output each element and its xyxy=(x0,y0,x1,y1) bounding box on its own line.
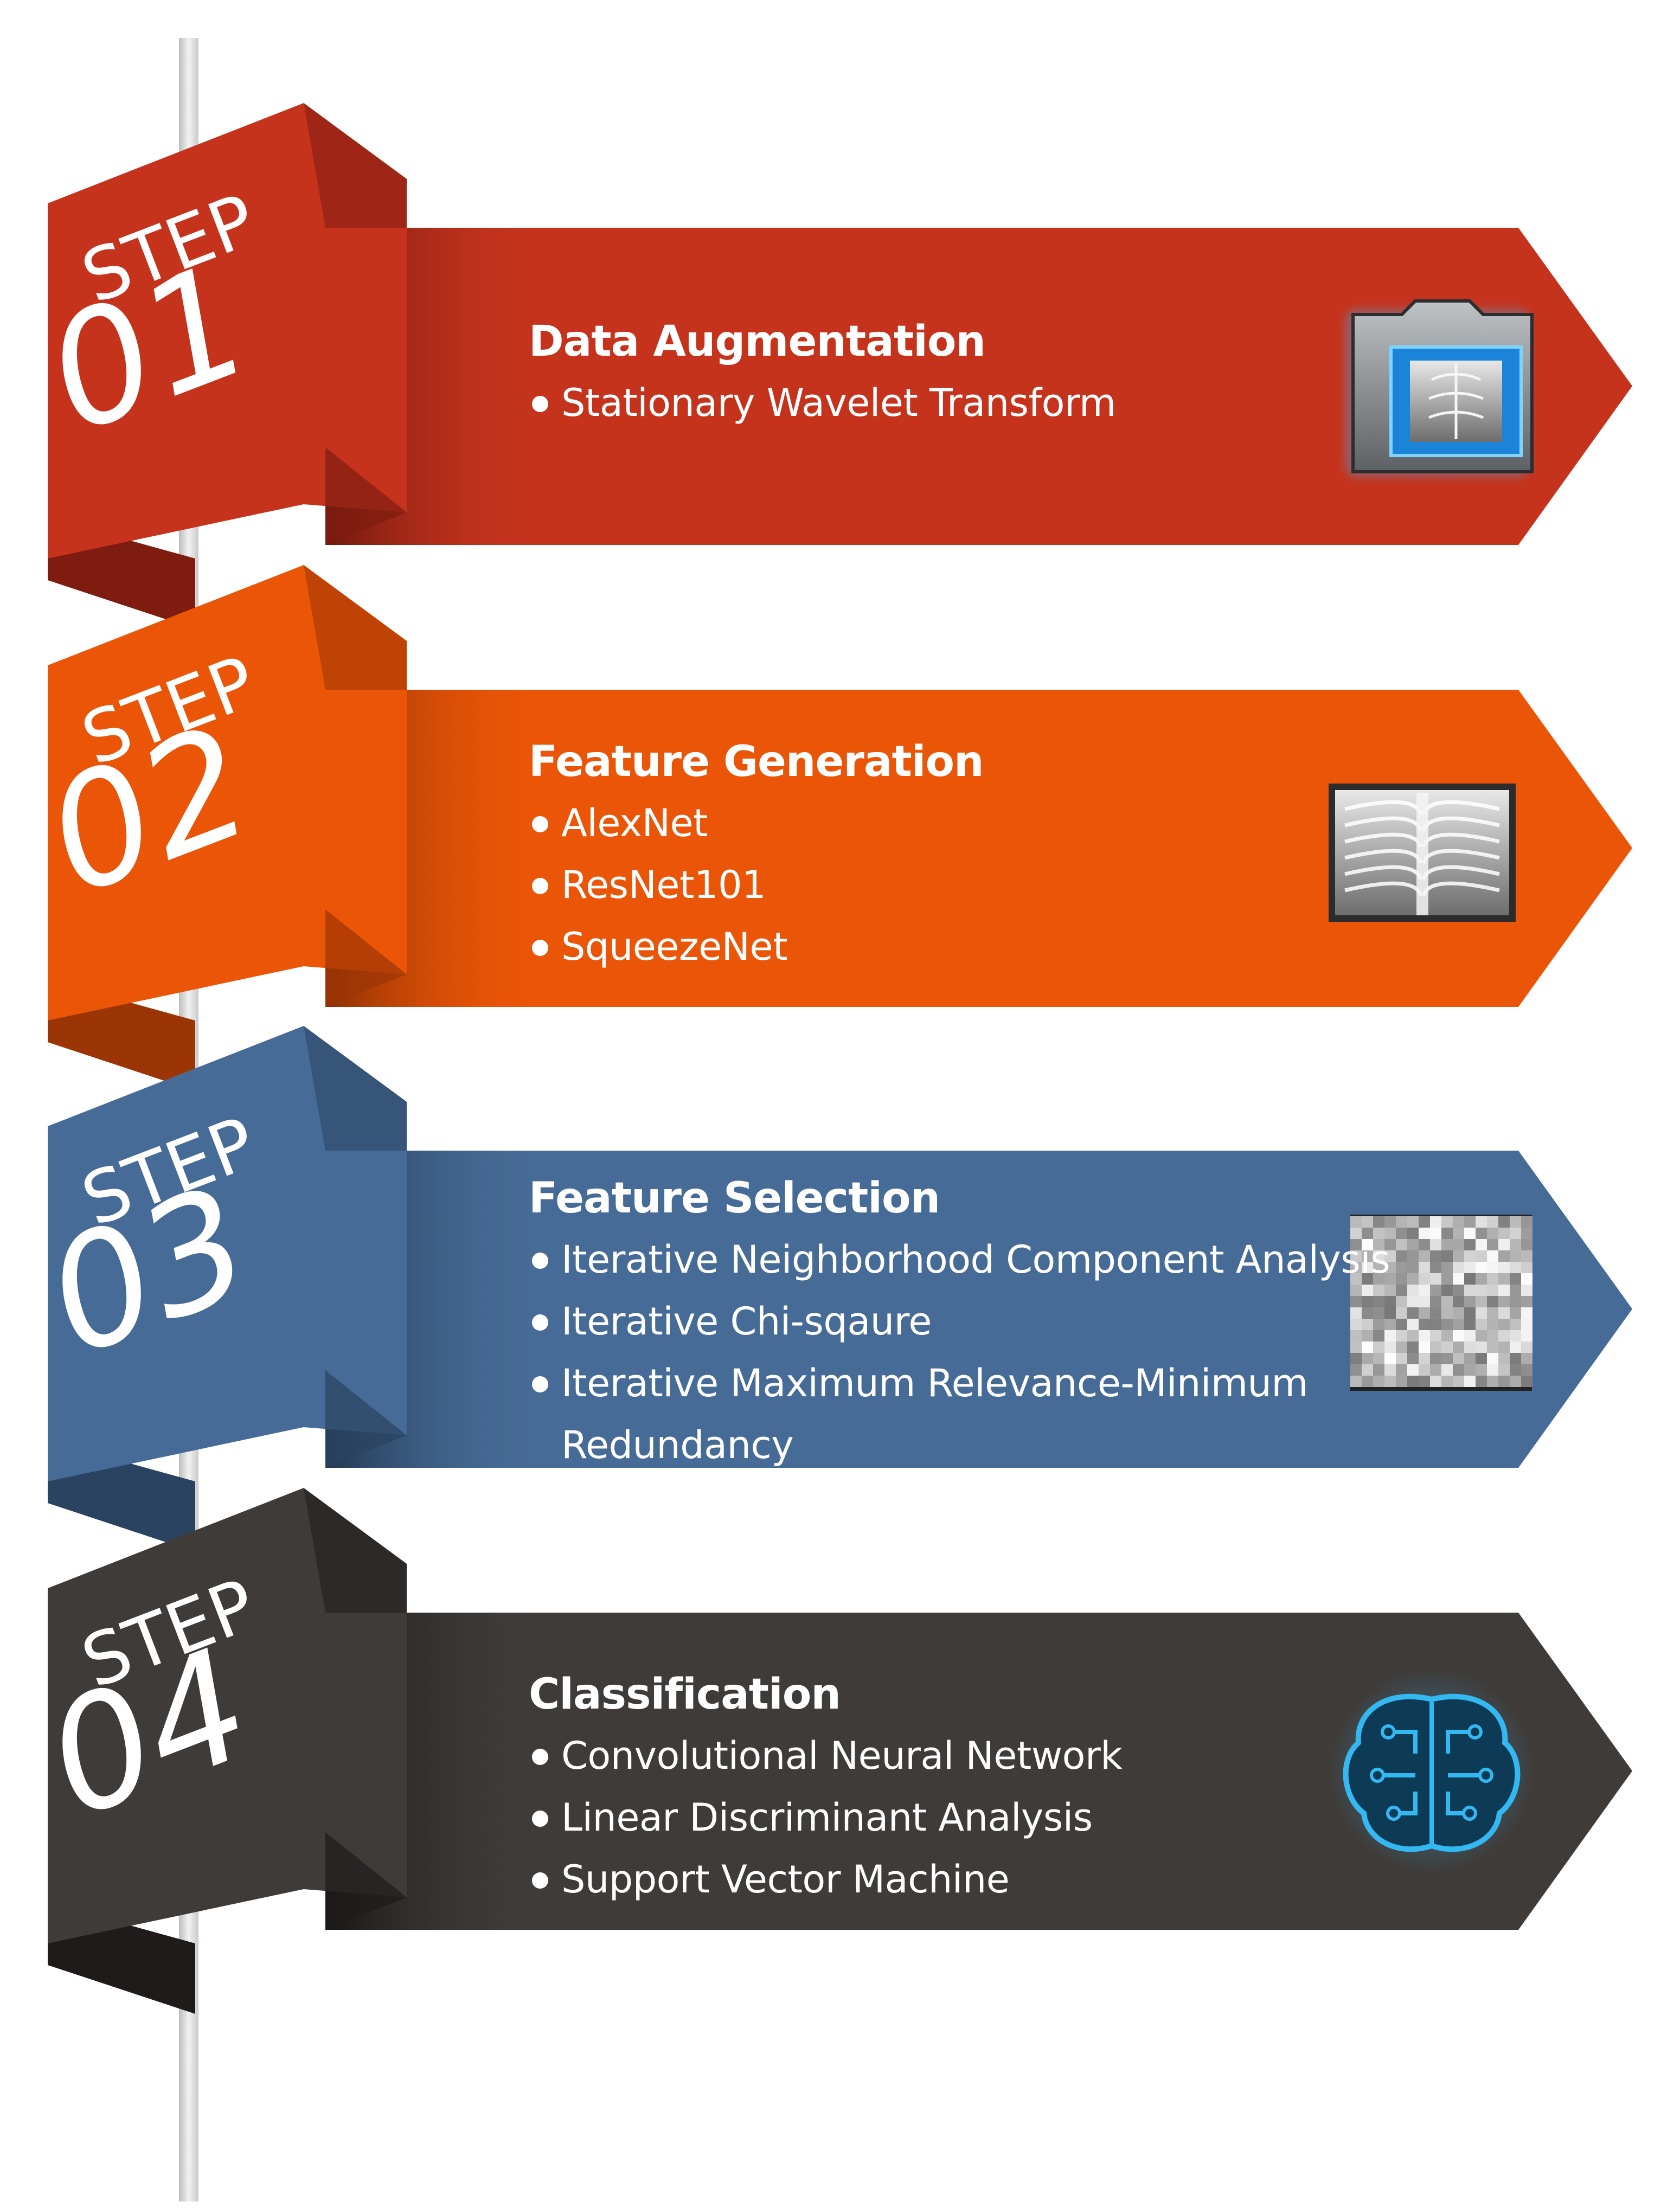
bullet-item: ResNet101 xyxy=(529,854,984,916)
step-tab xyxy=(48,103,407,559)
tab-bevel xyxy=(304,103,407,228)
tab-fold xyxy=(325,1370,407,1468)
bullet-item: Iterative Chi-sqaure xyxy=(529,1291,1390,1352)
step-tab xyxy=(48,1488,407,1943)
step-title: Data Augmentation xyxy=(529,317,986,366)
tab-fold xyxy=(325,447,407,545)
tab-bevel xyxy=(304,1488,407,1613)
arrow-band xyxy=(325,1613,1632,1930)
bullet-item: Iterative Neighborhood Component Analysi… xyxy=(529,1229,1390,1291)
noise-pattern-icon xyxy=(1350,1215,1532,1391)
bullet-item: Stationary Wavelet Transform xyxy=(529,372,1116,434)
brain-circuit-icon xyxy=(1329,1668,1535,1874)
step-title: Feature Generation xyxy=(529,737,984,786)
bullet-item: Redundancy xyxy=(561,1423,794,1467)
bullet-item: Iterative Maximum Relevance-Minimum xyxy=(529,1352,1390,1414)
tab-bevel xyxy=(304,565,407,690)
bullet-list: Iterative Neighborhood Component Analysi… xyxy=(529,1229,1390,1476)
bullet-item: AlexNet xyxy=(529,792,984,854)
bullet-list: Stationary Wavelet Transform xyxy=(529,372,1116,434)
tab-fold xyxy=(325,1832,407,1930)
bullet-item: Linear Discriminant Analysis xyxy=(529,1787,1122,1848)
tab-bevel xyxy=(304,1026,407,1151)
chest-xray-icon xyxy=(1329,784,1516,922)
arrow-band xyxy=(325,1151,1632,1468)
bullet-item: SqueezeNet xyxy=(529,916,984,978)
tab-fold xyxy=(325,909,407,1007)
xray-folder-icon xyxy=(1345,299,1534,477)
step-tab xyxy=(48,1026,407,1481)
arrow-band xyxy=(325,690,1632,1007)
step-tab xyxy=(48,565,407,1020)
step-title: Classification xyxy=(529,1670,841,1719)
bullet-item: Support Vector Machine xyxy=(529,1848,1122,1910)
bullet-item: Convolutional Neural Network xyxy=(529,1725,1123,1787)
arrow-band xyxy=(325,228,1632,545)
step-title: Feature Selection xyxy=(529,1174,940,1223)
